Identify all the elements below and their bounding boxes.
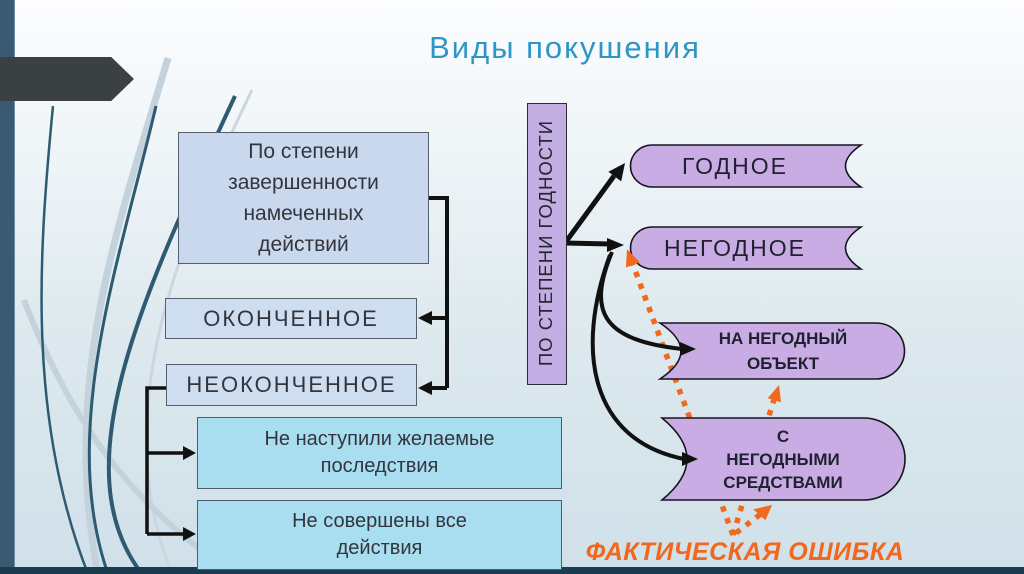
unfit-object-label: НА НЕГОДНЫЙ ОБЪЕКТ <box>718 329 848 373</box>
criterion-suitability-label: ПО СТЕПЕНИ ГОДНОСТИ <box>535 119 556 367</box>
no-consequences-box: Не наступили желаемые последствия <box>197 417 562 489</box>
arrowhead-suitable <box>608 163 625 182</box>
arrowhead-finished <box>418 311 432 325</box>
bottom-edge-strip <box>0 567 1024 574</box>
criterion-completion-box: По степени завершенности намеченных дейс… <box>178 132 429 264</box>
criterion-suitability-box <box>527 103 567 385</box>
unfit-means-label: С НЕГОДНЫМИ СРЕДСТВАМИ <box>723 426 843 492</box>
arrow-line-to-unsuitable <box>564 240 611 247</box>
orange-arrowhead-unfit-object <box>767 385 782 403</box>
arrowhead-no-consequences <box>183 446 196 460</box>
page-title: Виды покушения <box>429 30 701 65</box>
corner-pennant-arrow <box>0 57 134 101</box>
arrowhead-unsuitable <box>607 238 624 252</box>
bracket-unfinished <box>145 386 186 536</box>
orange-arrowhead-unfit-means <box>753 505 772 521</box>
dotted-ray-to-unfit-means <box>734 510 764 536</box>
finished-box: ОКОНЧЕННОЕ <box>165 298 417 339</box>
swoosh-light-1 <box>82 57 172 574</box>
unsuitable-label: НЕГОДНОЕ <box>664 234 806 261</box>
swoosh-dark-2 <box>87 105 158 574</box>
arrowhead-unfinished <box>418 381 432 395</box>
not-all-actions-box: Не совершены все действия <box>197 500 562 570</box>
unfinished-box: НЕОКОНЧЕННОЕ <box>166 364 417 406</box>
suitable-label: ГОДНОЕ <box>682 152 788 179</box>
arrowhead-not-all-actions <box>183 527 196 541</box>
left-edge-bar <box>0 0 15 574</box>
arrow-line-to-suitable <box>562 174 617 245</box>
swoosh-dark-1 <box>40 105 90 574</box>
factual-error-caption: ФАКТИЧЕСКАЯ ОШИБКА <box>585 537 905 566</box>
arc-to-unfit-means <box>590 254 685 461</box>
